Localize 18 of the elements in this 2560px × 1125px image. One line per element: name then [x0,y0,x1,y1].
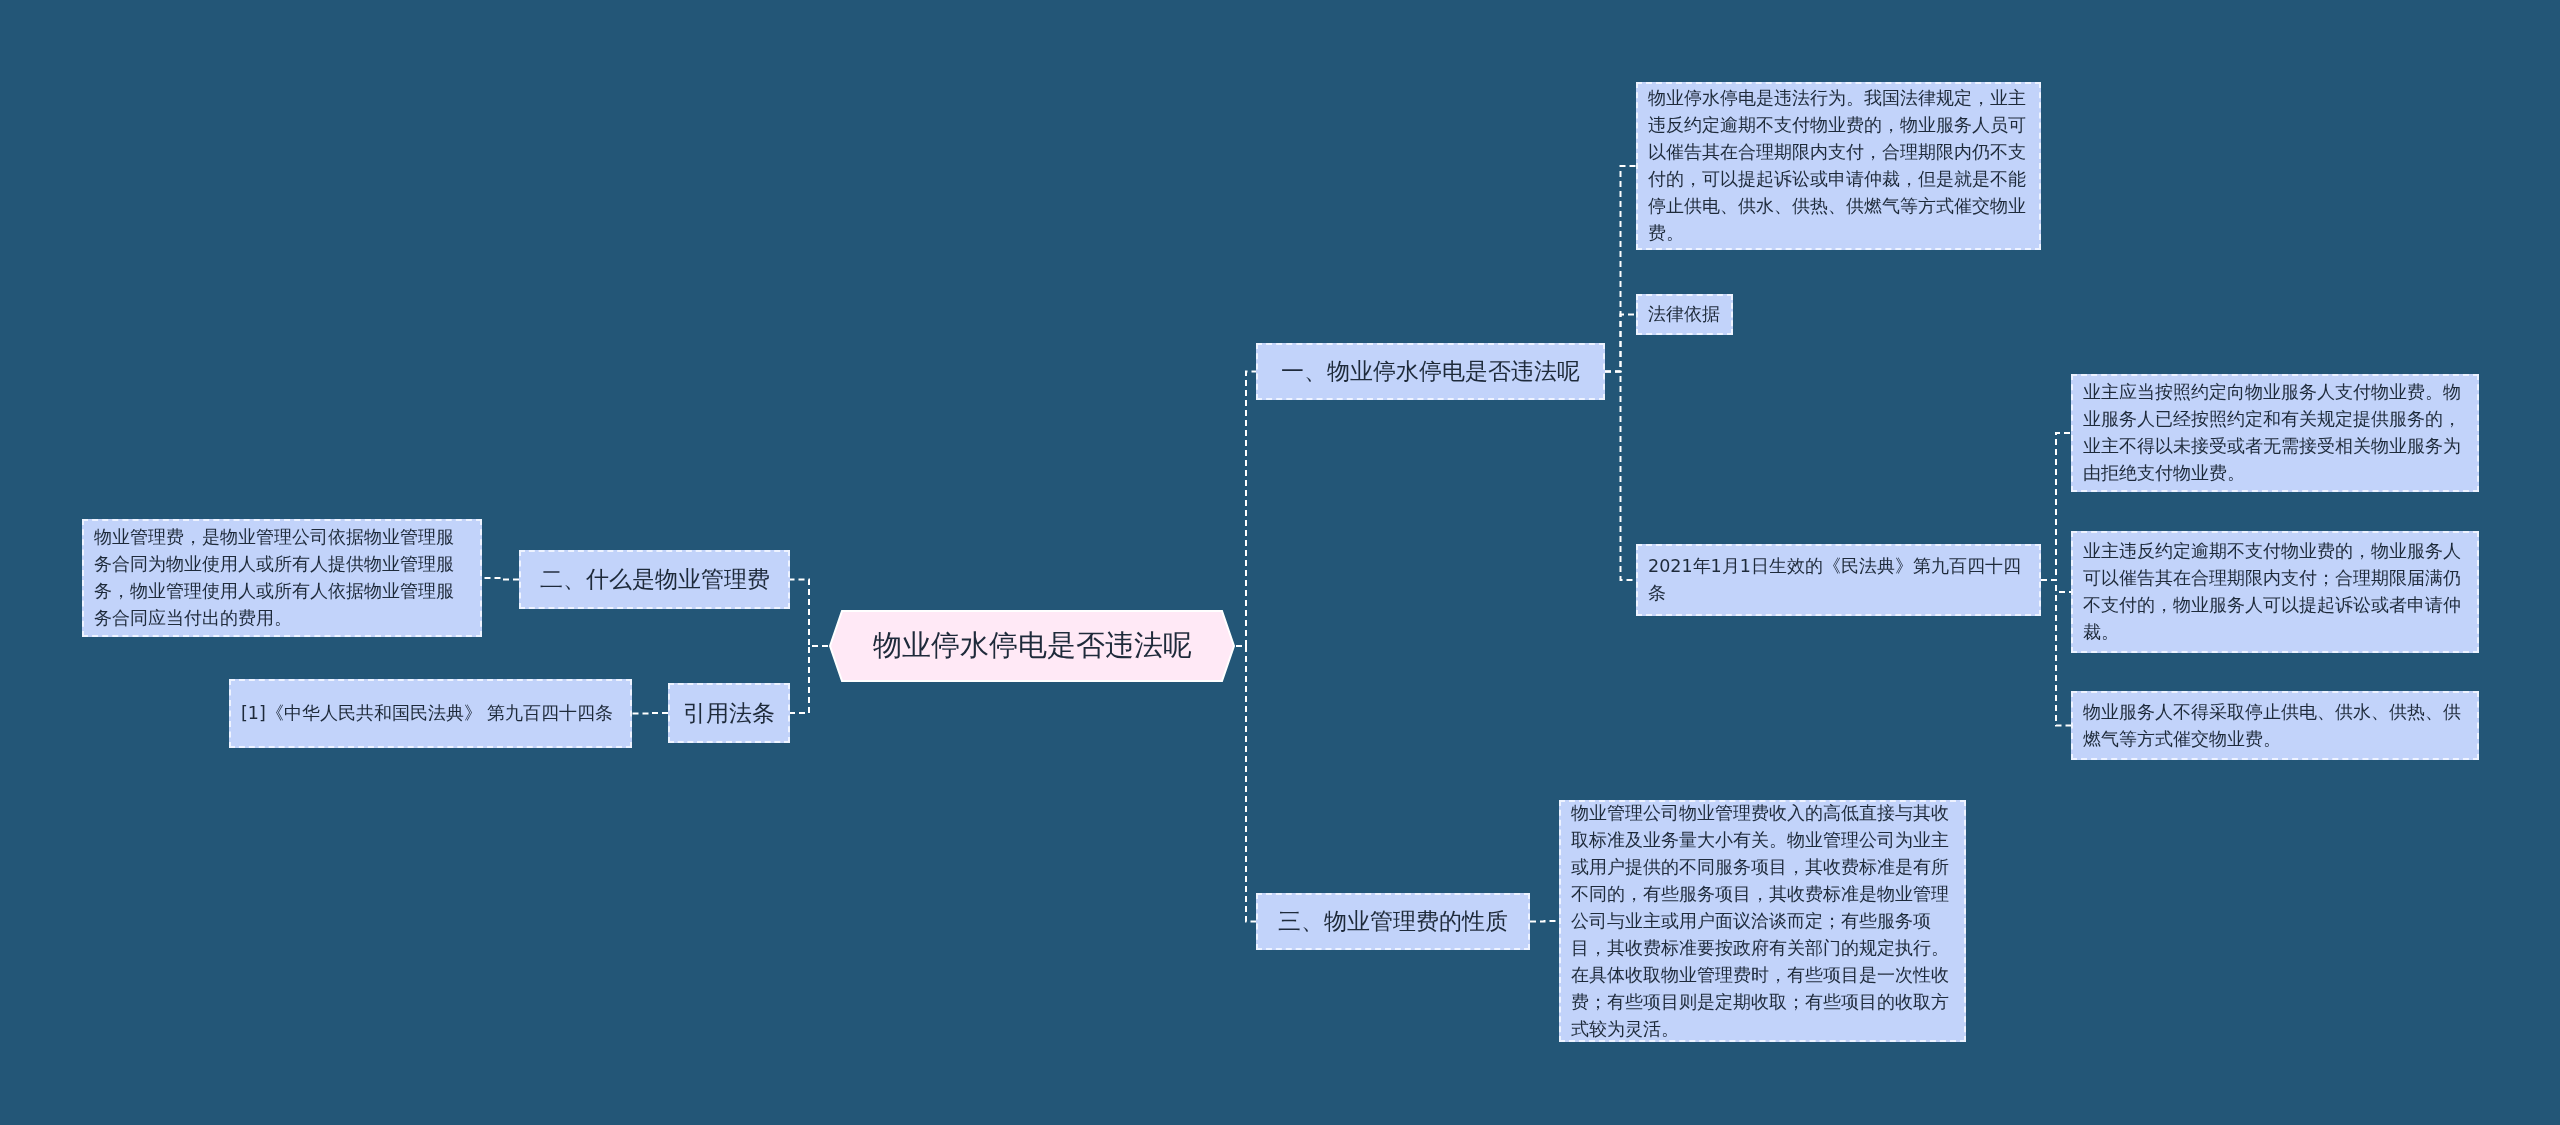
connector-line [631,712,669,715]
text-box: 物业管理公司物业管理费收入的高低直接与其收取标准及业务量大小有关。物业管理公司为业主或用户提供的不同服务项目，其收费标准是有所不同的，有些服务项目，其收费标准是物业管理公司与业主或用户面议洽谈而定；有些服务项目，其收费标准要按政府有关部门的规定执行。在具体收取物业管理费时，有些项目是一次性收费；有些项目则是定期收取；有些项目的收取方式较为灵活。 [1559,800,1966,1042]
connector-line [2040,579,2072,727]
text-box: 物业管理费，是物业管理公司依据物业管理服务合同为物业使用人或所有人提供物业管理服务，物业管理使用人或所有人依据物业管理服务合同应当付出的费用。 [82,519,482,637]
text-box: [1]《中华人民共和国民法典》 第九百四十四条 [229,679,632,748]
connector-line [1235,645,1257,923]
text-box: 法律依据 [1636,294,1733,335]
central-topic: 物业停水停电是否违法呢 [828,609,1236,683]
text-box: 物业服务人不得采取停止供电、供水、供热、供燃气等方式催交物业费。 [2071,691,2479,760]
text-box: 业主违反约定逾期不支付物业费的，物业服务人可以催告其在合理期限内支付；合理期限届满仍不支付的，物业服务人可以提起诉讼或者申请仲裁。 [2071,531,2479,653]
text-box: 2021年1月1日生效的《民法典》第九百四十四条 [1636,544,2041,616]
topic-box: 三、物业管理费的性质 [1256,893,1530,950]
connector-line [789,645,829,714]
topic-box: 二、什么是物业管理费 [519,550,790,609]
topic-box: 引用法条 [668,683,790,743]
text-box: 业主应当按照约定向物业服务人支付物业费。物业服务人已经按照约定和有关规定提供服务的，业主不得以未接受或者无需接受相关物业服务为由拒绝支付物业费。 [2071,374,2479,492]
text-box: 物业停水停电是违法行为。我国法律规定，业主违反约定逾期不支付物业费的，物业服务人员可以催告其在合理期限内支付，合理期限内仍不支付的，可以提起诉讼或申请仲裁，但是就是不能停止供电、供水、供热、供燃气等方式催交物业费。 [1636,82,2041,250]
topic-box: 一、物业停水停电是否违法呢 [1256,343,1605,400]
